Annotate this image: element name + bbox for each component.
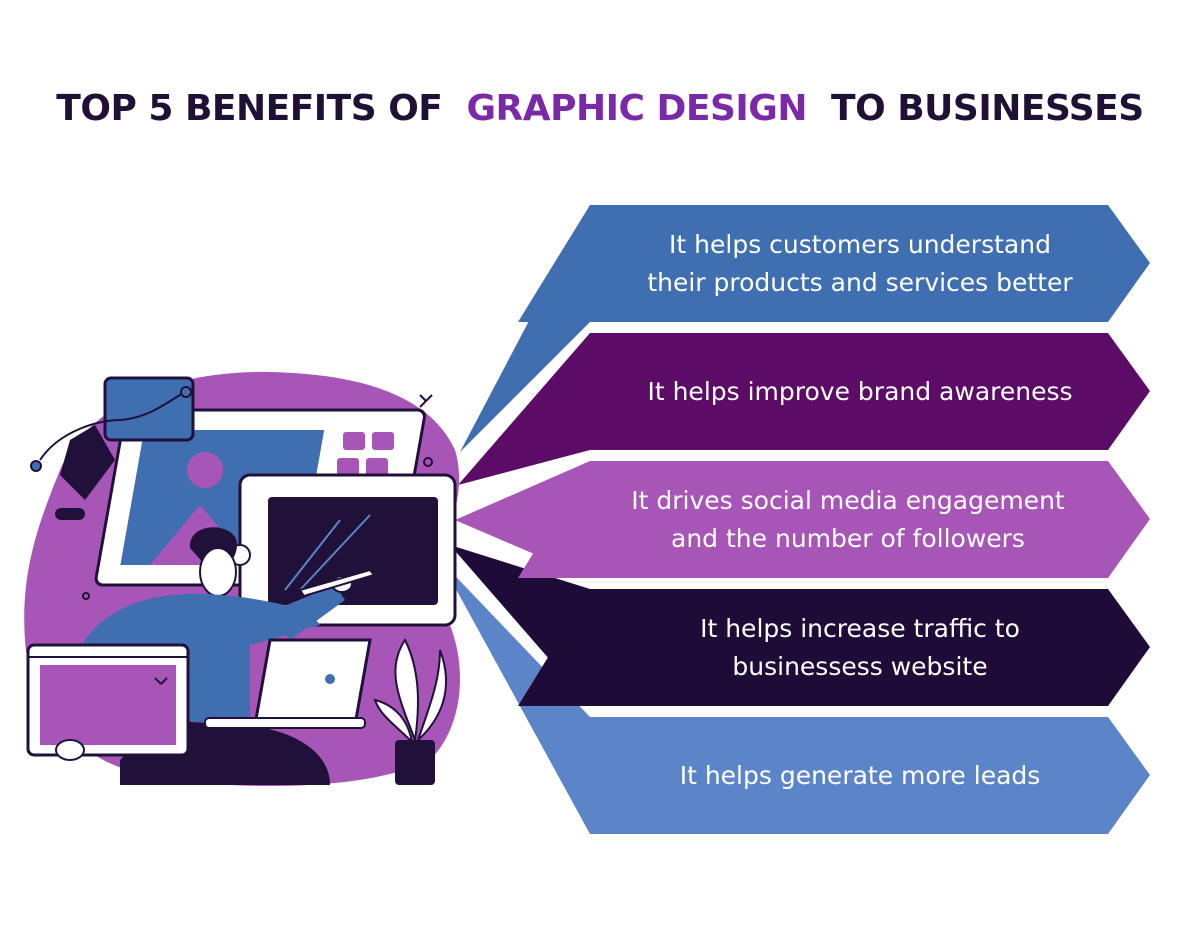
banner-shape-3 — [518, 461, 1150, 578]
page-title: TOP 5 BENEFITS OF GRAPHIC DESIGN TO BUSI… — [0, 88, 1200, 129]
image-sun — [187, 452, 223, 488]
plant-icon — [373, 638, 448, 745]
benefit-text-4: It helps increase traffic to businessess… — [700, 614, 1020, 681]
anchor-point-right — [180, 386, 192, 398]
tablet-screen — [268, 497, 438, 605]
benefit-banner-5: It helps generate more leads — [590, 717, 1130, 834]
laptop-base — [204, 717, 366, 729]
laptop-screen — [253, 638, 372, 727]
pen-nib-icon — [60, 425, 115, 500]
laptop-logo — [325, 674, 335, 684]
person-arm — [270, 585, 345, 640]
grid-icon — [337, 432, 394, 476]
benefit-banner-2: It helps improve brand awareness — [590, 333, 1130, 450]
benefit-text-1: It helps customers understand their prod… — [647, 230, 1073, 297]
small-window-screen — [40, 665, 176, 745]
title-highlight: GRAPHIC DESIGN — [466, 88, 807, 129]
designer-illustration — [24, 371, 461, 786]
benefit-banner-4: It helps increase traffic to businessess… — [590, 589, 1130, 706]
tablet-stroke-1 — [284, 519, 341, 591]
banner-shapes — [518, 205, 1150, 834]
benefit-banner-3: It drives social media engagement and th… — [590, 461, 1106, 578]
benefit-text-5: It helps generate more leads — [679, 760, 1041, 790]
banner-shape-5 — [590, 717, 1150, 834]
plant-pot — [395, 740, 435, 785]
banner-shape-4 — [518, 589, 1150, 706]
bezier-curve — [39, 391, 186, 461]
person-face — [199, 547, 237, 597]
benefit-text-2: It helps improve brand awareness — [647, 376, 1073, 406]
banner-shape-2 — [518, 333, 1150, 450]
banner-shape-1 — [518, 205, 1150, 322]
title-after: TO BUSINESSES — [831, 88, 1144, 129]
floating-card — [103, 376, 195, 442]
wedge-5 — [440, 560, 590, 834]
tablet-stroke-2 — [299, 514, 371, 591]
pen-dash — [55, 508, 85, 520]
sparkle-decorations — [82, 394, 433, 685]
benefit-banner-1: It helps customers understand their prod… — [590, 205, 1130, 322]
person-left-hand — [55, 739, 85, 761]
title-before: TOP 5 BENEFITS OF — [56, 88, 443, 129]
stylus-pen — [298, 568, 376, 598]
benefit-text-3: It drives social media engagement and th… — [631, 486, 1065, 553]
anchor-point-left — [30, 460, 42, 472]
